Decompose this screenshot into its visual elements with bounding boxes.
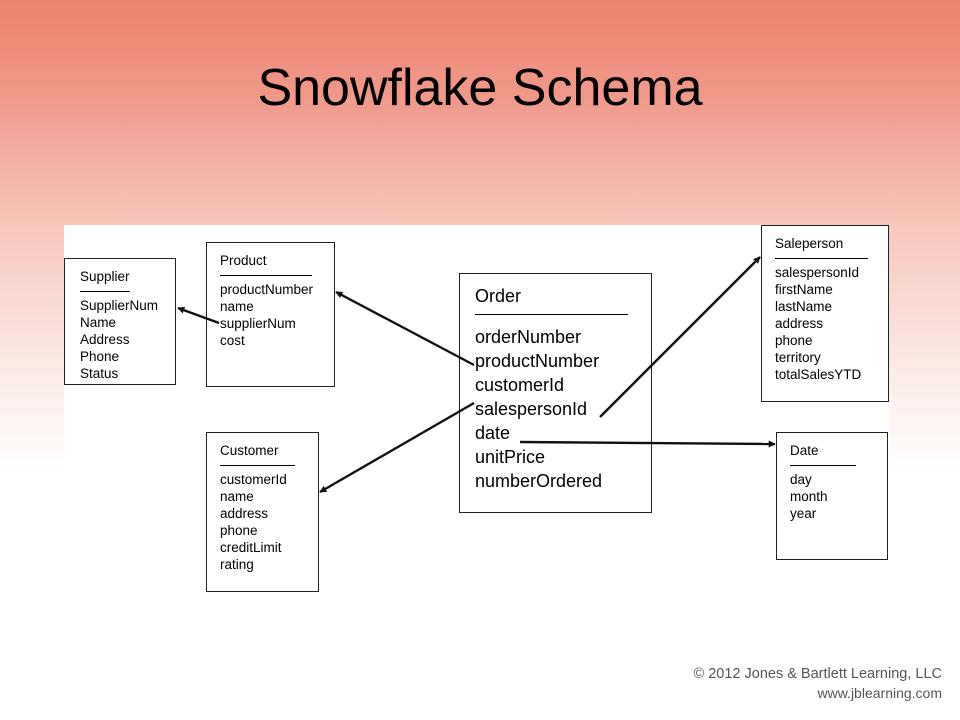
attribute: supplierNum [220, 316, 296, 331]
entity-name: Product [220, 253, 267, 268]
arrow-order-to-date [519, 440, 776, 448]
attribute: creditLimit [220, 540, 282, 555]
entity-order: Order orderNumber productNumber customer… [459, 273, 652, 513]
divider [220, 275, 312, 276]
attribute: customerId [475, 375, 565, 395]
attribute: totalSalesYTD [775, 367, 862, 382]
attribute: salespersonId [775, 265, 860, 280]
slide-title: Snowflake Schema [257, 59, 703, 117]
divider [775, 258, 868, 259]
attribute: Address [80, 332, 130, 347]
entity-name: Order [475, 286, 522, 306]
divider [220, 465, 295, 466]
entity-date: Date day month year [776, 432, 888, 560]
attribute: name [220, 299, 254, 314]
divider [80, 291, 130, 292]
attribute: day [790, 472, 812, 487]
attribute: date [475, 423, 511, 443]
arrow-order-to-customer [319, 401, 475, 494]
publisher-url: www.jblearning.com [817, 685, 943, 701]
attribute: lastName [775, 299, 833, 314]
attribute: numberOrdered [475, 471, 603, 491]
entity-name: Saleperson [775, 236, 844, 251]
copyright-footer: © 2012 Jones & Bartlett Learning, LLC ww… [694, 665, 942, 702]
attribute: phone [775, 333, 813, 348]
attribute: address [775, 316, 824, 331]
attribute: salespersonId [475, 399, 588, 419]
attribute: year [790, 506, 817, 521]
attribute: territory [775, 350, 821, 365]
entity-supplier: Supplier SupplierNum Name Address Phone … [64, 258, 176, 385]
attribute: firstName [775, 282, 833, 297]
entity-name: Customer [220, 443, 279, 458]
attribute: unitPrice [475, 447, 546, 467]
attribute: cost [220, 333, 245, 348]
attribute: Status [80, 366, 119, 381]
attribute: address [220, 506, 269, 521]
arrow-product-to-supplier [177, 306, 220, 325]
arrow-order-to-saleperson [599, 256, 761, 418]
attribute: SupplierNum [80, 298, 159, 313]
copyright-text: © 2012 Jones & Bartlett Learning, LLC [693, 666, 942, 682]
attribute: orderNumber [475, 327, 582, 347]
divider [790, 465, 856, 466]
attribute: name [220, 489, 254, 504]
entity-name: Date [790, 443, 819, 458]
divider [475, 314, 628, 315]
attribute: Name [80, 315, 117, 330]
arrow-order-to-product [335, 290, 475, 367]
attribute: phone [220, 523, 258, 538]
attribute: rating [220, 557, 254, 572]
attribute: productNumber [220, 282, 314, 297]
attribute: Phone [80, 349, 120, 364]
entity-customer: Customer customerId name address phone c… [206, 432, 319, 592]
entity-saleperson: Saleperson salespersonId firstName lastN… [761, 225, 889, 402]
entity-product: Product productNumber name supplierNum c… [206, 242, 335, 387]
attribute: customerId [220, 472, 287, 487]
attribute: month [790, 489, 828, 504]
entity-name: Supplier [80, 269, 130, 284]
attribute: productNumber [475, 351, 600, 371]
